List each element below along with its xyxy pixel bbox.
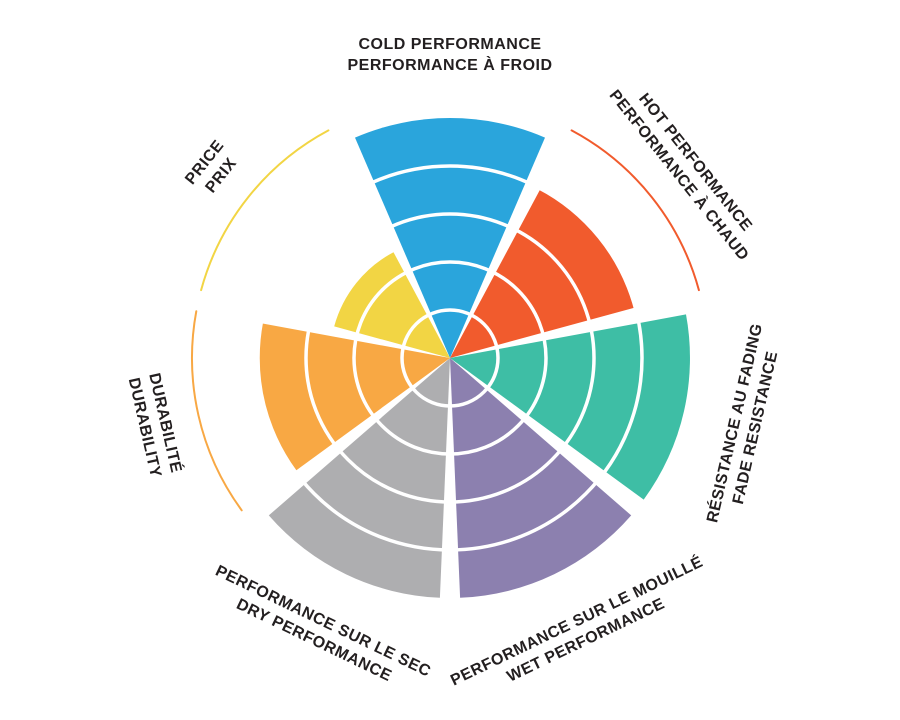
ring-line [400, 308, 500, 408]
max-arc-hot [570, 129, 700, 292]
label-durability: DURABILITÉDURABILITY [125, 371, 187, 479]
wedge-wet [450, 358, 632, 598]
max-arc-price [200, 129, 330, 292]
max-arc-durability [191, 310, 243, 512]
ring-line [256, 164, 644, 552]
wedge-price [334, 252, 450, 358]
ring-line [352, 260, 548, 456]
label-fade: RÉSISTANCE AU FADINGFADE RESISTANCE [702, 321, 786, 529]
wedge-dry [268, 358, 450, 598]
label-price: PRICEPRIX [182, 137, 244, 201]
wedge-fade [450, 314, 690, 500]
label-hot: HOT PERFORMANCEPERFORMANCE À CHAUD [606, 74, 769, 264]
wedge-cold [355, 117, 545, 358]
ring-line [304, 212, 596, 504]
